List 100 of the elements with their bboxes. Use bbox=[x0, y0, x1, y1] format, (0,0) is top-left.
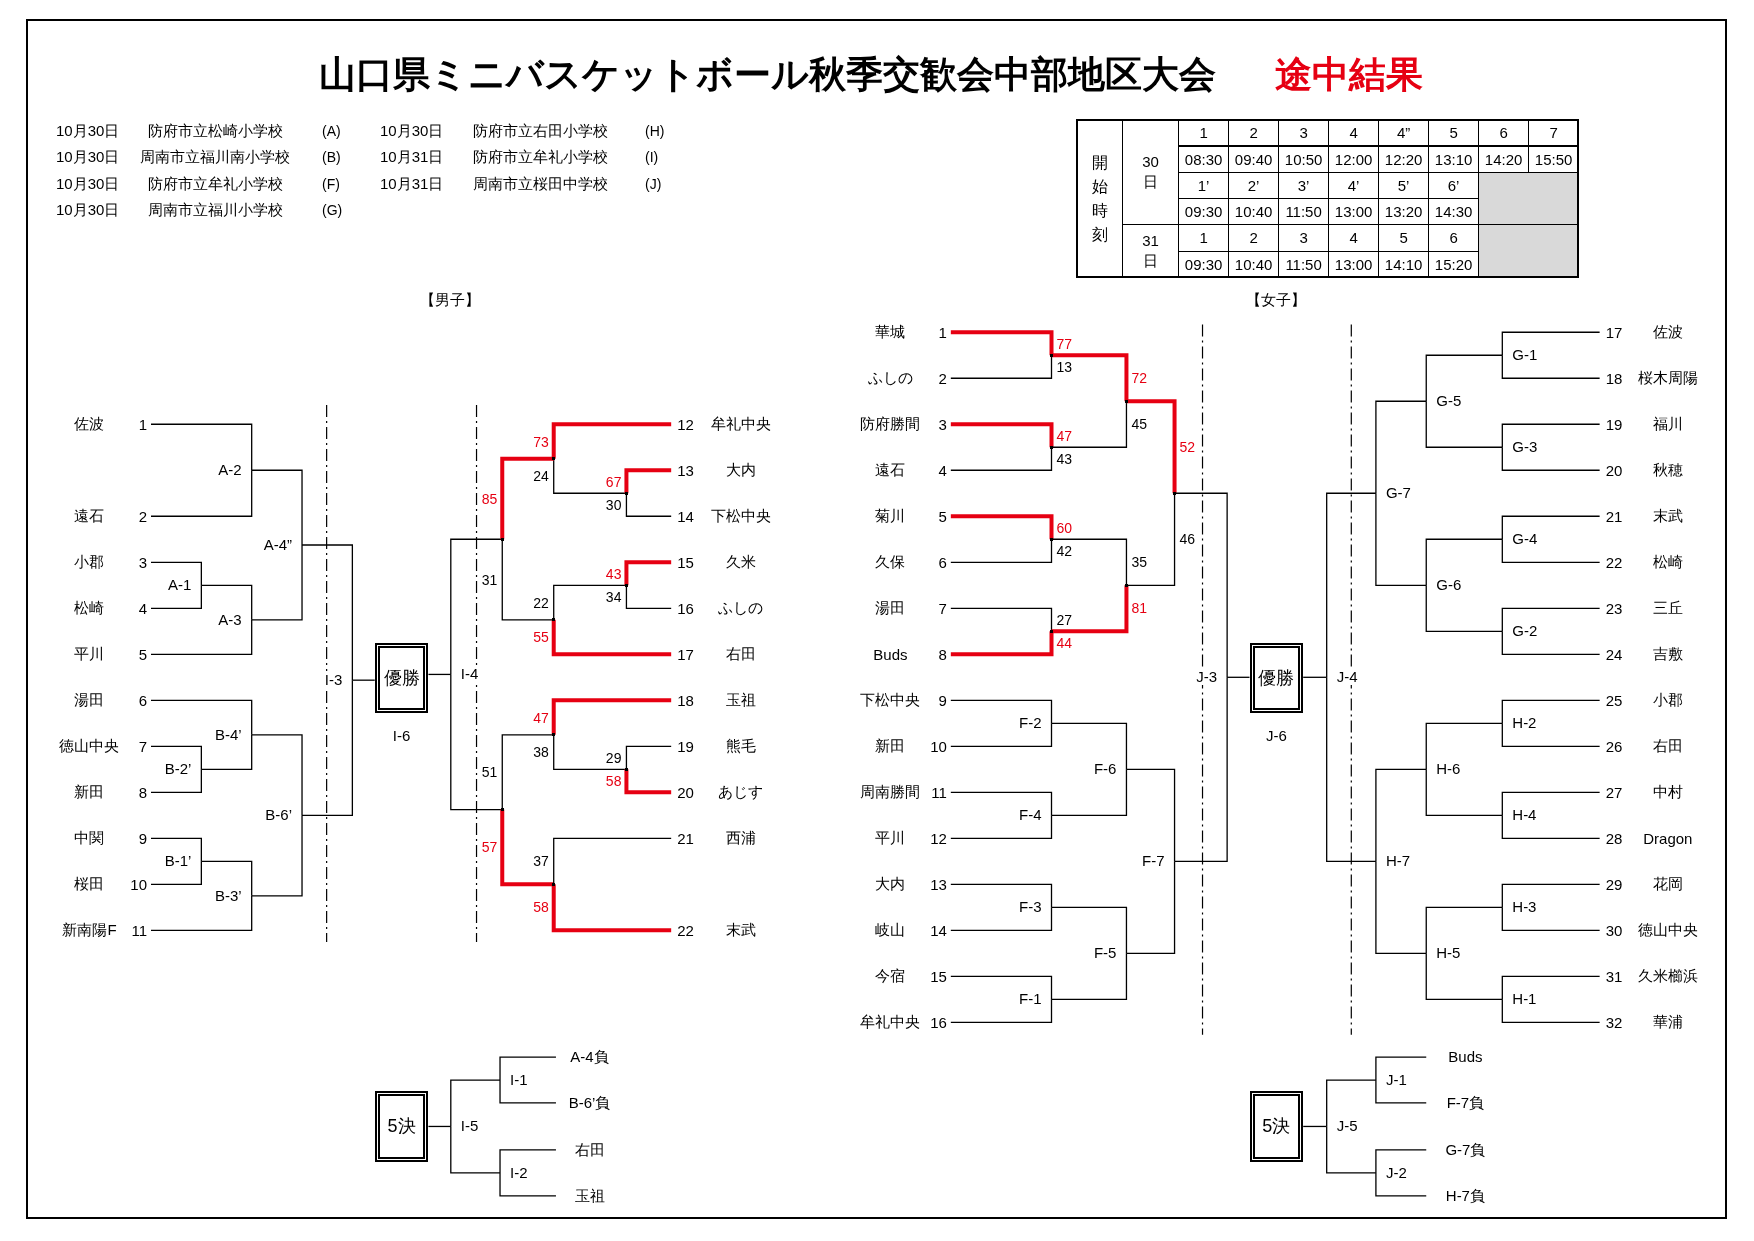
seed-number: 6 bbox=[137, 691, 148, 709]
score-label: 43 bbox=[604, 564, 623, 583]
score-label: 57 bbox=[480, 837, 499, 856]
bracket-line bbox=[1375, 1079, 1427, 1104]
score-label: 38 bbox=[532, 743, 550, 762]
team-name: 新南陽F bbox=[61, 920, 118, 940]
seed-number: 10 bbox=[930, 737, 948, 755]
bracket-line bbox=[625, 745, 672, 770]
seed-number: 16 bbox=[676, 599, 695, 617]
bracket-line bbox=[1050, 952, 1128, 1000]
seed-number: 30 bbox=[1604, 921, 1624, 939]
team-name: A-4負 bbox=[555, 1046, 624, 1069]
seed-number: 15 bbox=[676, 553, 695, 571]
team-name: 佐波 bbox=[1651, 322, 1684, 342]
bracket-junction bbox=[552, 618, 556, 622]
bracket-line bbox=[351, 679, 376, 681]
title: 山口県ミニバスケットボール秋季交歓会中部地区大会 bbox=[319, 53, 1216, 97]
venue-date: 10月30日 bbox=[56, 173, 120, 194]
venue-date: 10月31日 bbox=[380, 147, 444, 168]
bracket-line bbox=[150, 619, 253, 655]
bracket-line bbox=[200, 584, 253, 621]
seed-number: 22 bbox=[676, 921, 695, 939]
team-name: 久米 bbox=[724, 552, 757, 572]
score-label: 81 bbox=[1130, 599, 1148, 618]
venue-date: 10月30日 bbox=[56, 199, 120, 220]
bracket-line bbox=[1425, 584, 1503, 632]
bracket-line bbox=[551, 698, 672, 735]
bracket-line bbox=[1051, 585, 1129, 634]
venue-date: 10月30日 bbox=[380, 121, 444, 141]
bracket-line bbox=[950, 975, 1053, 1000]
bracket-line bbox=[1302, 1125, 1328, 1128]
score-label: 55 bbox=[532, 628, 550, 647]
score-label: 47 bbox=[532, 708, 550, 727]
seed-number: 10 bbox=[129, 875, 148, 893]
venue-code: (I) bbox=[645, 148, 659, 168]
bracket-line bbox=[427, 1125, 452, 1128]
bracket-line bbox=[1375, 1056, 1427, 1081]
score-label: 31 bbox=[480, 570, 499, 589]
score-label: 43 bbox=[1055, 449, 1074, 468]
bracket-line bbox=[501, 734, 555, 811]
seed-number: 17 bbox=[1604, 323, 1624, 341]
bracket-line bbox=[950, 422, 1054, 448]
seed-number: 9 bbox=[137, 829, 148, 847]
seed-number: 25 bbox=[1604, 691, 1624, 709]
bracket-line bbox=[1425, 768, 1503, 816]
bracket-line bbox=[1050, 400, 1128, 448]
team-name: 徳山中央 bbox=[58, 736, 121, 756]
bracket-line bbox=[1501, 331, 1601, 356]
seed-number: 19 bbox=[1604, 415, 1624, 433]
score-label: 13 bbox=[1055, 357, 1074, 376]
team-name: 下松中央 bbox=[709, 506, 772, 526]
seed-number: 2 bbox=[137, 507, 148, 525]
bracket-line bbox=[1501, 423, 1601, 448]
bracket-line bbox=[450, 673, 503, 811]
bracket-line bbox=[1501, 722, 1601, 747]
bracket-line bbox=[1173, 676, 1228, 862]
team-name: 大内 bbox=[874, 874, 907, 894]
venue-name: 周南市立桜田中学校 bbox=[471, 173, 609, 194]
bracket-line bbox=[950, 791, 1053, 816]
team-name: Buds bbox=[872, 645, 909, 663]
bracket-line bbox=[950, 446, 1053, 471]
bracket-line bbox=[553, 837, 672, 885]
score-label: 30 bbox=[604, 495, 623, 514]
bracket-line bbox=[950, 607, 1053, 632]
venue-name: 周南市立福川小学校 bbox=[146, 199, 284, 220]
bracket-line bbox=[553, 584, 628, 621]
team-name: 菊川 bbox=[874, 506, 907, 526]
bracket-junction bbox=[1124, 399, 1128, 403]
team-name: 平川 bbox=[73, 644, 106, 664]
seed-number: 24 bbox=[1604, 645, 1624, 663]
bracket-line bbox=[1501, 630, 1601, 655]
bracket-line bbox=[1375, 1149, 1427, 1174]
team-name: 花岡 bbox=[1651, 874, 1684, 894]
seed-number: 1 bbox=[937, 323, 948, 341]
team-name: 遠石 bbox=[874, 460, 907, 480]
bracket-junction bbox=[1050, 629, 1053, 633]
bracket-line bbox=[950, 699, 1053, 724]
score-label: 44 bbox=[1055, 633, 1074, 652]
score-label: 46 bbox=[1178, 530, 1197, 549]
bracket-line bbox=[1425, 722, 1503, 770]
team-name: Buds bbox=[1426, 1046, 1505, 1069]
team-name: 今宿 bbox=[874, 966, 907, 986]
team-name: F-7負 bbox=[1426, 1091, 1505, 1114]
venue-name: 防府市立牟礼小学校 bbox=[471, 147, 609, 168]
bracket-line bbox=[200, 734, 253, 770]
venue-date: 10月31日 bbox=[380, 173, 444, 194]
bracket-line bbox=[251, 734, 303, 816]
bracket-line bbox=[150, 768, 202, 793]
result-box: 5決 bbox=[374, 1091, 429, 1162]
bracket-line bbox=[1425, 538, 1503, 586]
team-name: H-7負 bbox=[1426, 1184, 1505, 1207]
bracket-line bbox=[624, 769, 672, 795]
bracket-line bbox=[1126, 399, 1177, 494]
score-label: 67 bbox=[604, 472, 623, 491]
team-name: 防府勝間 bbox=[859, 414, 922, 434]
team-name: 末武 bbox=[1651, 506, 1684, 526]
match-label: J-6 bbox=[1264, 726, 1288, 747]
match-label: I-6 bbox=[391, 726, 412, 747]
score-label: 29 bbox=[604, 748, 623, 767]
bracket-line bbox=[551, 884, 672, 933]
